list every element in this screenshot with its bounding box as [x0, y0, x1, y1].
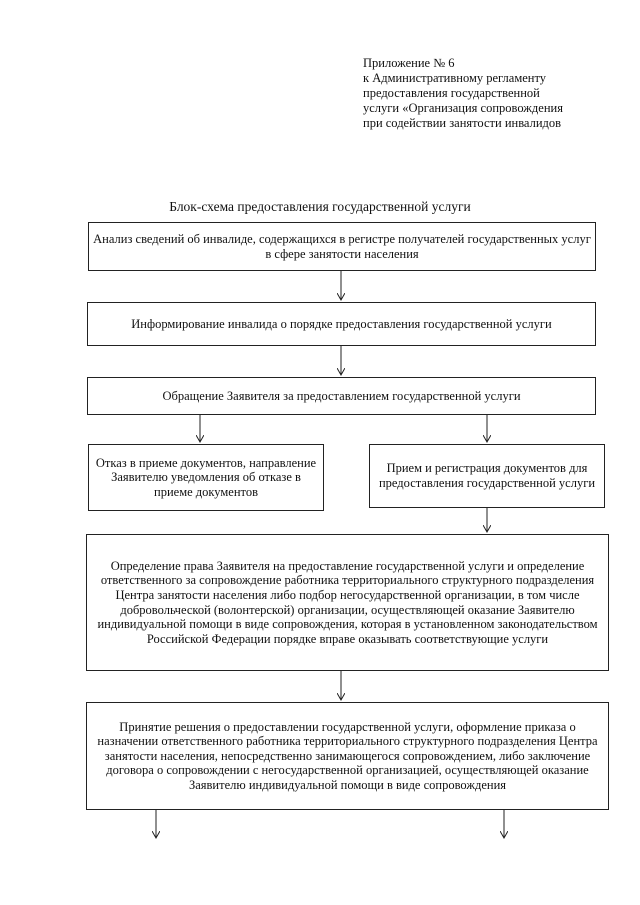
step-acceptance: Прием и регистрация документов для предо…: [369, 444, 605, 508]
appendix-line: к Административному регламенту: [363, 71, 547, 85]
appendix-line: Приложение № 6: [363, 56, 455, 70]
appendix-line: предоставления государственной: [363, 86, 540, 100]
appendix-line: услуги «Организация сопровождения: [363, 101, 563, 115]
step-application: Обращение Заявителя за предоставлением г…: [87, 377, 596, 415]
step-refusal: Отказ в приеме документов, направление З…: [88, 444, 324, 511]
step-eligibility-text: Определение права Заявителя на предостав…: [97, 558, 598, 646]
step-analysis: Анализ сведений об инвалиде, содержащихс…: [88, 222, 596, 271]
step-eligibility: Определение права Заявителя на предостав…: [86, 534, 609, 671]
appendix-header: Приложение № 6 к Административному регла…: [363, 56, 623, 131]
step-decision-text: Принятие решения о предоставлении госуда…: [97, 719, 598, 792]
step-informing: Информирование инвалида о порядке предос…: [87, 302, 596, 346]
step-informing-text: Информирование инвалида о порядке предос…: [131, 316, 552, 331]
step-analysis-text: Анализ сведений об инвалиде, содержащихс…: [93, 231, 591, 261]
step-application-text: Обращение Заявителя за предоставлением г…: [162, 388, 521, 403]
diagram-title: Блок-схема предоставления государственно…: [169, 199, 471, 214]
step-refusal-text: Отказ в приеме документов, направление З…: [95, 455, 317, 499]
step-acceptance-text: Прием и регистрация документов для предо…: [378, 461, 596, 490]
step-decision: Принятие решения о предоставлении госуда…: [86, 702, 609, 810]
appendix-line: при содействии занятости инвалидов: [363, 116, 562, 130]
